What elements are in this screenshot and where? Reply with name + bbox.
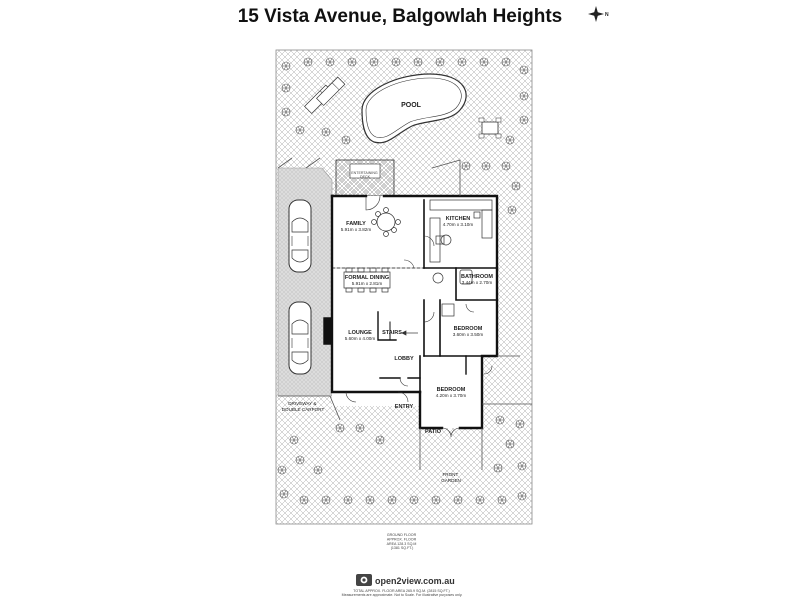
table-icon	[478, 117, 502, 139]
shrub-icon	[519, 115, 529, 125]
shrub-icon	[517, 491, 527, 501]
shrub-icon	[435, 57, 445, 67]
shrub-icon	[493, 463, 503, 473]
shrub-icon	[295, 125, 305, 135]
dims-bathroom: 3.44m x 2.70m	[462, 280, 493, 285]
compass-icon: N	[588, 6, 609, 22]
label-bedroom-2: BEDROOM	[437, 387, 466, 393]
page-title: 15 Vista Avenue, Balgowlah Heights	[237, 6, 563, 27]
shrub-icon	[479, 57, 489, 67]
shrub-icon	[277, 465, 287, 475]
label-family: FAMILY	[346, 221, 366, 227]
stairs-arrow-icon	[401, 330, 418, 336]
dims-bedroom-1: 3.60m x 3.50m	[453, 332, 484, 337]
dims-bedroom-2: 4.20m x 3.70m	[436, 393, 467, 398]
shrub-icon	[375, 435, 385, 445]
label-driveway: DRIVEWAY & DOUBLE CARPORT	[282, 401, 325, 412]
car-icon	[288, 301, 312, 375]
label-patio: PATIO	[425, 429, 442, 435]
shrub-icon	[505, 439, 515, 449]
shrub-icon	[507, 205, 517, 215]
shrub-icon	[299, 495, 309, 505]
svg-text:N: N	[605, 12, 609, 18]
shrub-icon	[335, 423, 345, 433]
kitchen-fittings	[429, 199, 493, 263]
brand-name: open2view.com.au	[375, 576, 455, 586]
dims-kitchen: 4.70m x 3.10m	[443, 222, 474, 227]
shrub-icon	[519, 65, 529, 75]
shrub-icon	[281, 107, 291, 117]
shrub-icon	[343, 495, 353, 505]
label-formal-dining: FORMAL DINING	[345, 275, 389, 281]
shrub-icon	[501, 57, 511, 67]
shrub-icon	[481, 161, 491, 171]
shrub-icon	[341, 135, 351, 145]
dims-lounge: 5.60m x 4.00m	[345, 336, 376, 341]
shrub-group	[277, 57, 529, 505]
label-bathroom: BATHROOM	[461, 274, 493, 280]
label-entry: ENTRY	[395, 404, 414, 410]
shrub-icon	[457, 57, 467, 67]
shrub-icon	[313, 465, 323, 475]
shrub-icon	[303, 57, 313, 67]
shrub-icon	[511, 181, 521, 191]
bathroom-fittings	[432, 269, 473, 317]
label-stairs: STAIRS	[382, 330, 402, 336]
dims-formal-dining: 5.91m x 2.81m	[352, 281, 383, 286]
door-swings	[345, 195, 493, 438]
shrub-icon	[475, 495, 485, 505]
shrub-icon	[391, 57, 401, 67]
shrub-icon	[519, 91, 529, 101]
label-bedroom-1: BEDROOM	[454, 326, 483, 332]
brand-logo: open2view.com.au	[356, 574, 455, 586]
shrub-icon	[409, 495, 419, 505]
shrub-icon	[497, 495, 507, 505]
shrub-icon	[281, 61, 291, 71]
shrub-icon	[431, 495, 441, 505]
shrub-icon	[453, 495, 463, 505]
house-interior	[332, 196, 497, 428]
shrub-icon	[321, 495, 331, 505]
label-pool: POOL	[401, 102, 422, 109]
fences	[277, 157, 532, 470]
label-entertaining-deck: ENTERTAINING DECK	[351, 171, 378, 179]
area-summary: GROUND FLOOR APPROX. FLOOR AREA 128.3 SQ…	[387, 533, 418, 550]
shrub-icon	[369, 57, 379, 67]
footer-note: TOTAL APPROX. FLOOR AREA 265.9 SQ.M. (28…	[342, 589, 463, 597]
shrub-icon	[515, 419, 525, 429]
shrub-icon	[501, 161, 511, 171]
shrub-icon	[279, 489, 289, 499]
car-icon	[288, 199, 312, 273]
pool	[361, 73, 467, 144]
shrub-icon	[517, 461, 527, 471]
shrub-icon	[347, 57, 357, 67]
shrub-icon	[413, 57, 423, 67]
label-lobby: LOBBY	[394, 356, 414, 362]
sun-lounge-icon	[304, 76, 346, 114]
shrub-icon	[355, 423, 365, 433]
shrub-icon	[461, 161, 471, 171]
dining-table-icon	[371, 207, 401, 237]
shrub-icon	[295, 455, 305, 465]
label-kitchen: KITCHEN	[446, 216, 470, 222]
formal-dining-table-icon	[343, 267, 391, 293]
entertaining-deck	[335, 159, 395, 197]
shrub-icon	[365, 495, 375, 505]
shrub-icon	[281, 83, 291, 93]
shrub-icon	[505, 135, 515, 145]
shrub-icon	[289, 435, 299, 445]
shrub-icon	[325, 57, 335, 67]
dims-family: 5.91m x 3.82m	[341, 227, 372, 232]
label-lounge: LOUNGE	[348, 330, 372, 336]
shrub-icon	[387, 495, 397, 505]
shrub-icon	[321, 127, 331, 137]
shrub-icon	[495, 415, 505, 425]
label-front-garden: FRONT GARDEN	[441, 472, 461, 483]
